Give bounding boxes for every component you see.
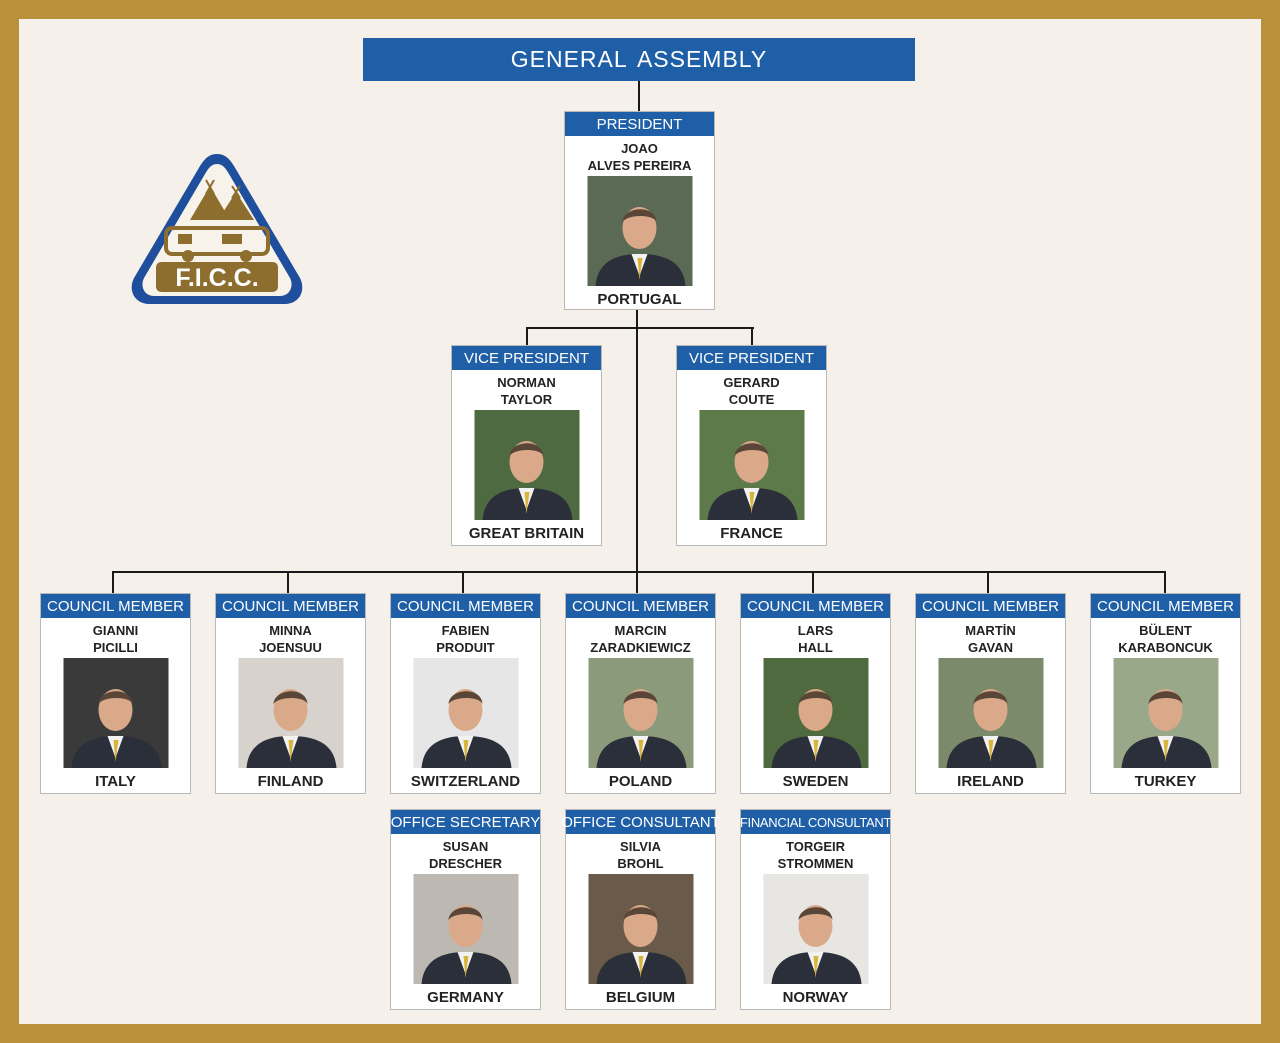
connector-line — [751, 327, 753, 345]
member-card: COUNCIL MEMBER BÜLENT KARABONCUK TURKEY — [1090, 593, 1241, 794]
member-last-name: HALL — [798, 640, 833, 655]
connector-line — [287, 571, 289, 593]
member-country: IRELAND — [957, 773, 1024, 790]
member-country: PORTUGAL — [597, 291, 682, 308]
member-photo — [938, 658, 1043, 768]
member-last-name: GAVAN — [967, 640, 1014, 655]
member-card: VICE PRESIDENT GERARD COUTE FRANCE — [676, 345, 827, 546]
role-title: PRESIDENT — [565, 112, 714, 136]
member-last-name: ALVES PEREIRA — [587, 158, 692, 173]
member-card: COUNCIL MEMBER LARS HALL SWEDEN — [740, 593, 891, 794]
ficc-logo-icon: F.I.C.C. — [131, 154, 303, 304]
member-first-name: NORMAN — [497, 375, 556, 390]
member-first-name: JOAO — [621, 141, 658, 156]
role-title: COUNCIL MEMBER — [1091, 594, 1240, 618]
role-title: COUNCIL MEMBER — [566, 594, 715, 618]
member-first-name: SUSAN — [442, 839, 489, 854]
connector-line — [1164, 571, 1166, 593]
member-first-name: MARTİN — [965, 623, 1016, 638]
role-title: OFFICE SECRETARY — [391, 810, 540, 834]
member-photo — [587, 176, 692, 286]
member-last-name: STROMMEN — [777, 856, 854, 871]
member-last-name: COUTE — [728, 392, 775, 407]
member-country: GREAT BRITAIN — [468, 525, 585, 542]
member-country: FRANCE — [720, 525, 783, 542]
member-photo — [763, 658, 868, 768]
connector-line — [638, 81, 640, 111]
member-first-name: GERARD — [723, 375, 780, 390]
member-card: COUNCIL MEMBER MARCIN ZARADKIEWICZ POLAND — [565, 593, 716, 794]
member-photo — [413, 874, 518, 984]
member-card: PRESIDENT JOAO ALVES PEREIRA PORTUGAL — [564, 111, 715, 310]
role-title: COUNCIL MEMBER — [916, 594, 1065, 618]
role-title: COUNCIL MEMBER — [216, 594, 365, 618]
member-photo — [474, 410, 579, 520]
member-card: OFFICE SECRETARY SUSAN DRESCHER GERMANY — [390, 809, 541, 1010]
connector-line — [812, 571, 814, 593]
member-first-name: LARS — [797, 623, 834, 638]
member-country: FINLAND — [257, 773, 324, 790]
connector-line — [526, 327, 528, 345]
member-card: FINANCIAL CONSULTANT TORGEIR STROMMEN NORWA… — [740, 809, 891, 1010]
member-country: BELGIUM — [605, 989, 676, 1006]
member-first-name: BÜLENT — [1139, 623, 1192, 638]
member-first-name: MINNA — [269, 623, 312, 638]
role-title: COUNCIL MEMBER — [391, 594, 540, 618]
role-title: FINANCIAL CONSULTANT — [740, 810, 891, 834]
role-title: VICE PRESIDENT — [677, 346, 826, 370]
member-country: ITALY — [95, 773, 136, 790]
member-country: NORWAY — [782, 989, 849, 1006]
member-country: POLAND — [608, 773, 673, 790]
member-last-name: TAYLOR — [500, 392, 553, 407]
member-country: GERMANY — [427, 989, 504, 1006]
member-photo — [763, 874, 868, 984]
role-title: VICE PRESIDENT — [452, 346, 601, 370]
connector-line — [112, 571, 114, 593]
connector-line — [987, 571, 989, 593]
connector-line — [526, 327, 754, 329]
member-photo — [238, 658, 343, 768]
member-last-name: BROHL — [617, 856, 664, 871]
member-last-name: DRESCHER — [429, 856, 502, 871]
svg-text:F.I.C.C.: F.I.C.C. — [175, 264, 258, 292]
connector-line — [112, 571, 1166, 573]
member-photo — [413, 658, 518, 768]
member-card: COUNCIL MEMBER GIANNI PICILLI ITALY — [40, 593, 191, 794]
connector-line — [462, 571, 464, 593]
member-photo — [699, 410, 804, 520]
role-title: OFFICE CONSULTANT — [561, 810, 720, 834]
member-first-name: FABIEN — [441, 623, 490, 638]
member-first-name: TORGEIR — [786, 839, 845, 854]
member-photo — [63, 658, 168, 768]
general-assembly-banner: GENERAL ASSEMBLY — [363, 38, 915, 81]
member-card: COUNCIL MEMBER MARTİN GAVAN IRELAND — [915, 593, 1066, 794]
member-first-name: SILVIA — [620, 839, 661, 854]
member-country: SWEDEN — [782, 773, 849, 790]
member-photo — [1113, 658, 1218, 768]
member-photo — [588, 658, 693, 768]
member-last-name: JOENSUU — [259, 640, 322, 655]
role-title: COUNCIL MEMBER — [741, 594, 890, 618]
member-last-name: PRODUIT — [436, 640, 495, 655]
member-first-name: MARCIN — [614, 623, 667, 638]
member-photo — [588, 874, 693, 984]
member-last-name: PICILLI — [93, 640, 138, 655]
member-country: TURKEY — [1134, 773, 1197, 790]
member-country: SWITZERLAND — [410, 773, 521, 790]
role-title: COUNCIL MEMBER — [41, 594, 190, 618]
member-last-name: ZARADKIEWICZ — [590, 640, 691, 655]
member-card: VICE PRESIDENT NORMAN TAYLOR GREAT BRITAIN — [451, 345, 602, 546]
member-card: OFFICE CONSULTANT SILVIA BROHL BELGIUM — [561, 809, 720, 1010]
connector-line — [636, 310, 638, 593]
member-card: COUNCIL MEMBER FABIEN PRODUIT SWITZERLAND — [390, 593, 541, 794]
member-first-name: GIANNI — [92, 623, 139, 638]
member-last-name: KARABONCUK — [1118, 640, 1213, 655]
member-card: COUNCIL MEMBER MINNA JOENSUU FINLAND — [215, 593, 366, 794]
